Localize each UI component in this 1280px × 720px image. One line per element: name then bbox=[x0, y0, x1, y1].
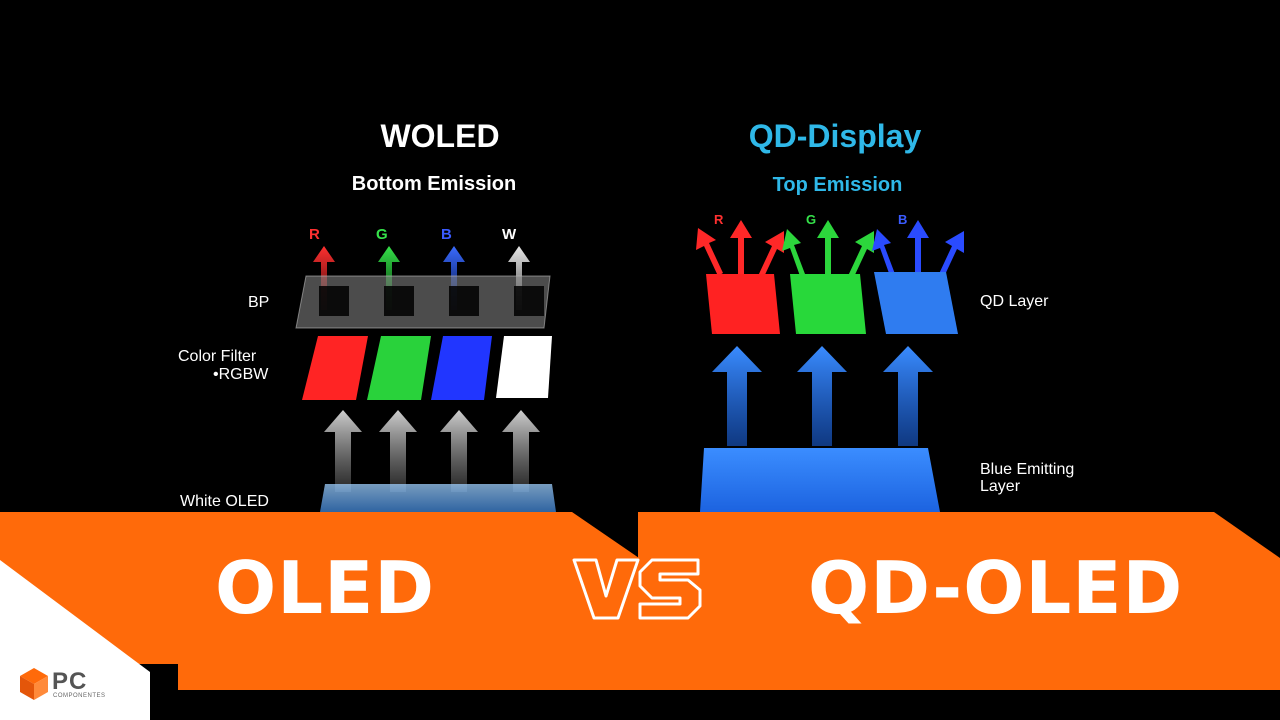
left-orange-banner bbox=[0, 512, 642, 690]
logo-icon bbox=[20, 668, 48, 700]
qd-channel-b: B bbox=[898, 212, 908, 227]
bp-plate bbox=[295, 275, 551, 329]
qd-channel-r: R bbox=[714, 212, 724, 227]
qd-title: QD-Display bbox=[748, 118, 922, 154]
qd-subtitle: Top Emission bbox=[772, 174, 903, 196]
qd-layer-label: QD Layer bbox=[980, 293, 1049, 310]
blue-qd-block bbox=[874, 272, 958, 334]
woled-channel-w: W bbox=[502, 226, 517, 243]
blue-light-arrows bbox=[712, 346, 933, 446]
qd-layer-blocks bbox=[706, 272, 958, 334]
woled-subtitle: Bottom Emission bbox=[351, 173, 517, 195]
color-filter-sub-label: •RGBW bbox=[213, 366, 269, 383]
red-qd-block bbox=[706, 274, 780, 334]
woled-channel-g: G bbox=[376, 226, 388, 243]
woled-channel-b: B bbox=[441, 226, 452, 243]
white-oled-label: White OLED bbox=[180, 493, 269, 510]
color-filter-label: Color Filter bbox=[178, 348, 257, 365]
qd-oled-banner-text: QD-OLED bbox=[808, 546, 1184, 630]
bp-label: BP bbox=[248, 294, 270, 311]
qd-channel-g: G bbox=[806, 212, 817, 227]
white-filter bbox=[496, 336, 552, 398]
woled-title: WOLED bbox=[380, 118, 500, 154]
green-filter bbox=[367, 336, 431, 400]
red-filter bbox=[302, 336, 368, 400]
white-oled-layer bbox=[320, 484, 556, 512]
woled-channel-r: R bbox=[309, 226, 320, 243]
qd-emission-arrows bbox=[696, 220, 964, 279]
oled-banner-text: OLED bbox=[215, 546, 436, 630]
vs-emblem bbox=[572, 558, 702, 620]
logo-sub-text: COMPONENTES bbox=[53, 693, 106, 699]
blue-emitting-label: Blue Emitting bbox=[980, 461, 1075, 478]
blue-filter bbox=[431, 336, 492, 400]
blue-emitting-label-line2: Layer bbox=[980, 478, 1021, 495]
blue-emitting-layer bbox=[700, 448, 940, 512]
white-light-arrows bbox=[324, 410, 540, 492]
right-orange-banner bbox=[638, 512, 1280, 690]
logo-main-text: PC bbox=[52, 668, 88, 695]
green-qd-block bbox=[790, 274, 866, 334]
color-filter-blocks bbox=[302, 336, 552, 400]
